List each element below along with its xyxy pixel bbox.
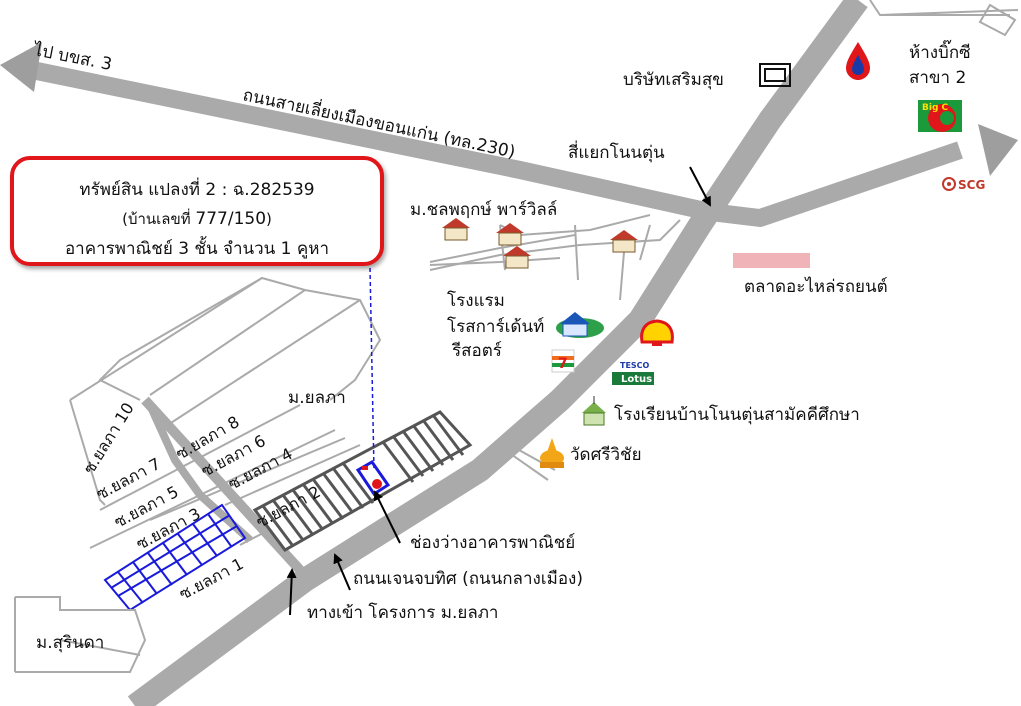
bigc-logo: Big C [918, 100, 962, 132]
label-intersection: สี่แยกโนนตุ่น [568, 140, 665, 163]
label-hotel-line2: โรสการ์เด้นท์ [447, 316, 544, 337]
bigc-logo-text: Big C [922, 103, 949, 113]
house-icon [496, 223, 524, 246]
market-block [733, 253, 810, 268]
school-icon [582, 396, 606, 426]
house-icon [442, 218, 470, 241]
label-village-surinda: ม.สุรินดา [36, 633, 104, 653]
intersection-pointer [689, 166, 711, 207]
company-building-icon [759, 63, 791, 87]
plot-grid [103, 503, 247, 612]
entrance-pointer [286, 568, 297, 616]
label-bigc-line1: ห้างบิ๊กซี [909, 39, 971, 63]
label-school: โรงเรียนบ้านโนนตุ่นสามัคคีศึกษา [614, 404, 860, 425]
soi-road-3 [141, 396, 304, 574]
property-title: ทรัพย์สิน แปลงที่ 2 : ฉ.282539 [79, 180, 315, 200]
tesco-lotus-logo: TESCO Lotus [612, 361, 654, 385]
label-vacant-shophouse: ช่องว่างอาคารพาณิชย์ [410, 533, 575, 553]
property-marker [355, 460, 391, 497]
temple-icon [540, 438, 564, 468]
label-hotel-line3: รีสอตร์ [451, 341, 502, 361]
property-info-box: ทรัพย์สิน แปลงที่ 2 : ฉ.282539 (บ้านเลขท… [10, 156, 384, 266]
vacant-pointer [374, 490, 401, 544]
shell-icon [640, 319, 674, 346]
scg-logo-text: SCG [958, 178, 985, 192]
property-house-number: (บ้านเลขที่ 777/150) [14, 207, 380, 231]
tesco-text: TESCO [620, 361, 650, 370]
seven-eleven-icon: 7 [551, 349, 575, 373]
hotel-icon [556, 312, 604, 338]
bypass-road [30, 61, 963, 227]
label-soi-1: ซ.ยลภา 1 [176, 554, 247, 604]
house-number-prefix: (บ้านเลขที่ [122, 210, 196, 228]
house-icon [610, 230, 638, 253]
label-project-entrance: ทางเข้า โครงการ ม.ยลภา [307, 602, 498, 623]
ptt-drop-icon [846, 42, 870, 80]
property-description: อาคารพาณิชย์ 3 ชั้น จำนวน 1 คูหา [64, 239, 330, 259]
label-bigc-line2: สาขา 2 [909, 68, 966, 88]
house-icon [503, 246, 531, 269]
label-market: ตลาดอะไหล่รถยนต์ [744, 276, 888, 297]
label-temple: วัดศรีวิชัย [570, 445, 642, 465]
lotus-text: Lotus [621, 374, 652, 385]
label-company: บริษัทเสริมสุข [623, 70, 724, 90]
shophouse-row [252, 410, 473, 552]
seven-eleven-text: 7 [558, 356, 568, 372]
bypass-arrow-right [978, 124, 1018, 176]
mainroad-pointer [333, 553, 351, 591]
label-village-chonphruek: ม.ชลพฤกษ์ พาร์วิลล์ [410, 200, 557, 220]
label-village-yonlapha: ม.ยลภา [288, 388, 346, 408]
house-number-value: 777/150 [195, 209, 267, 229]
house-number-suffix: ) [266, 210, 272, 228]
label-soi-10: ซ.ยลภา 10 [79, 399, 138, 477]
bypass-arrow-left [0, 42, 42, 92]
connector-dashed-line [369, 267, 375, 471]
label-hotel-line1: โรงแรม [447, 290, 505, 311]
scg-logo: SCG [942, 177, 985, 192]
label-main-road: ถนนเจนจบทิศ (ถนนกลางเมือง) [353, 569, 583, 589]
